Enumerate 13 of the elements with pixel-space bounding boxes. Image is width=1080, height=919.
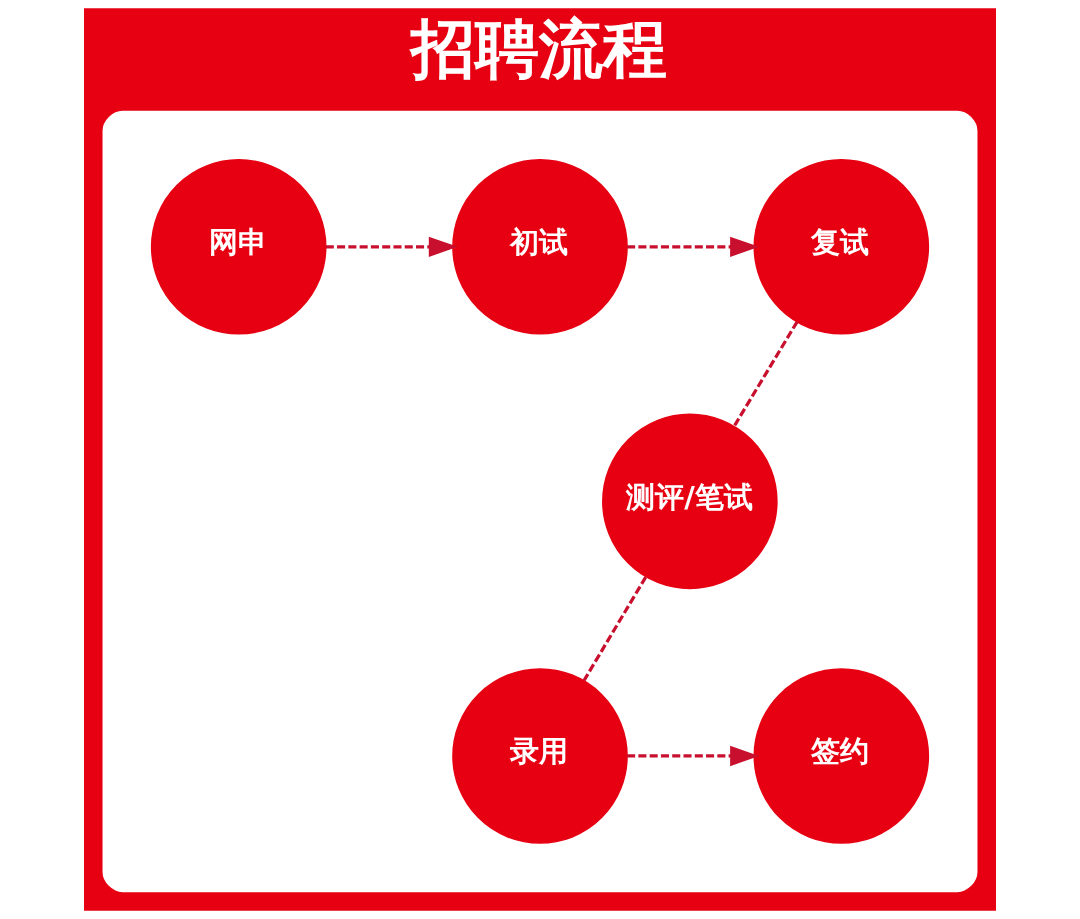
arrow: [627, 236, 760, 257]
cluster: [102, 110, 978, 893]
arrow: [325, 236, 458, 257]
node-circle: 初试: [452, 159, 628, 335]
node-circle: 测评/笔试: [602, 413, 778, 590]
connector: [582, 576, 648, 682]
node-circle: 签约: [753, 668, 930, 844]
node-circle: 录用: [452, 668, 628, 844]
node-circle: 复试: [753, 159, 930, 335]
connector: [732, 320, 799, 428]
arrow: [627, 745, 760, 767]
node-circle: 网申: [150, 159, 327, 335]
diagram-title: 招聘流程: [411, 11, 668, 87]
